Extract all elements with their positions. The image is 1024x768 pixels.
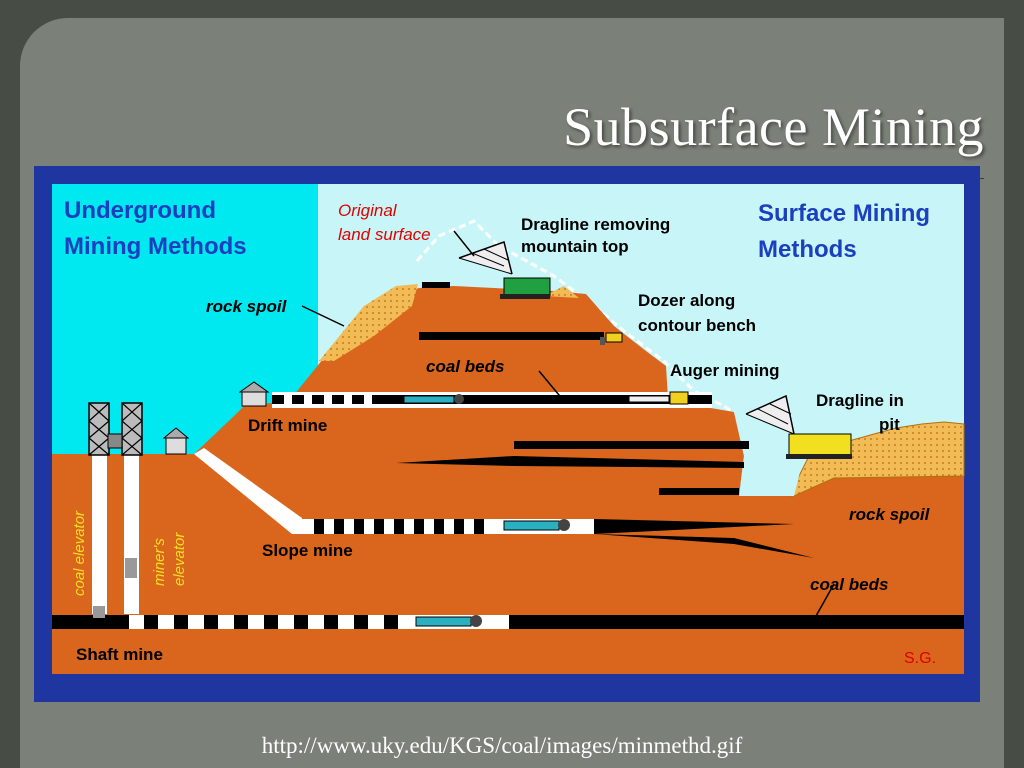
miners-elevator-shaft [124, 454, 139, 614]
pointer-lines [301, 230, 835, 617]
dragline-mountain-top [458, 241, 551, 299]
surface-heading-2: Methods [758, 236, 857, 263]
coal-elevator-car [93, 606, 105, 618]
slope-mine-building [162, 427, 190, 455]
shaft-mine-label: Shaft mine [76, 645, 163, 664]
mining-diagram: Underground Mining Methods Surface Minin… [34, 166, 980, 702]
miners-elevator-car [125, 558, 137, 578]
rock-spoil-top [544, 286, 579, 298]
dozer-label-2: contour bench [638, 316, 756, 335]
dozer-label-1: Dozer along [638, 291, 735, 310]
original-land-surface-label-1: Original [338, 201, 398, 220]
coal-seam-drift [272, 395, 712, 404]
underground-heading-1: Underground [64, 197, 216, 224]
hoist-house [107, 433, 123, 449]
coal-beds-upper-label: coal beds [426, 357, 504, 376]
shaft-mine-pillars [129, 615, 509, 629]
shaft-continuous-miner [415, 615, 482, 627]
rock-spoil-left [319, 284, 418, 361]
original-land-surface-label-2: land surface [338, 225, 431, 244]
slide-title: Subsurface Mining [563, 97, 984, 157]
earth-body [52, 286, 964, 674]
slope-continuous-miner [503, 519, 570, 531]
surface-cap [422, 282, 450, 288]
drift-mine-pillars [284, 395, 372, 404]
slope-mine-label: Slope mine [262, 541, 353, 560]
auger-mining-label: Auger mining [670, 361, 780, 380]
source-caption[interactable]: http://www.uky.edu/KGS/coal/images/minme… [261, 733, 743, 758]
miners-elevator-label-1: miner's [151, 538, 168, 586]
slope-mine-incline [194, 448, 302, 534]
dozer [600, 332, 623, 345]
dragline-in-pit [745, 394, 852, 459]
coal-seam-lower [659, 488, 739, 495]
headframe-left [88, 402, 110, 456]
coal-elevator-shaft [92, 454, 107, 614]
coal-seam-mid [514, 441, 749, 449]
miners-elevator-label-2: elevator [171, 532, 188, 586]
signature-label: S.G. [904, 650, 936, 667]
dragline-in-pit-label-2: pit [879, 415, 900, 434]
original-land-surface-line [415, 219, 747, 423]
surface-heading-1: Surface Mining [758, 200, 930, 227]
drift-mine-building [238, 381, 270, 407]
headframe-right [121, 402, 143, 456]
coal-seam-wedge [396, 456, 744, 468]
coal-seam-slope-branch [594, 534, 814, 558]
rock-spoil-right-label: rock spoil [849, 505, 931, 524]
auger-machine [628, 391, 689, 405]
dragline-removing-label-2: mountain top [521, 237, 629, 256]
coal-elevator-label: coal elevator [71, 510, 88, 596]
coal-beds-lower-label: coal beds [810, 575, 888, 594]
drift-continuous-miner [403, 394, 464, 404]
rock-spoil-left-label: rock spoil [206, 297, 288, 316]
drift-mine-label: Drift mine [248, 416, 327, 435]
dragline-removing-label-1: Dragline removing [521, 215, 670, 234]
dragline-in-pit-label-1: Dragline in [816, 391, 904, 410]
coal-seam-top [419, 332, 604, 340]
underground-heading-2: Mining Methods [64, 233, 247, 260]
